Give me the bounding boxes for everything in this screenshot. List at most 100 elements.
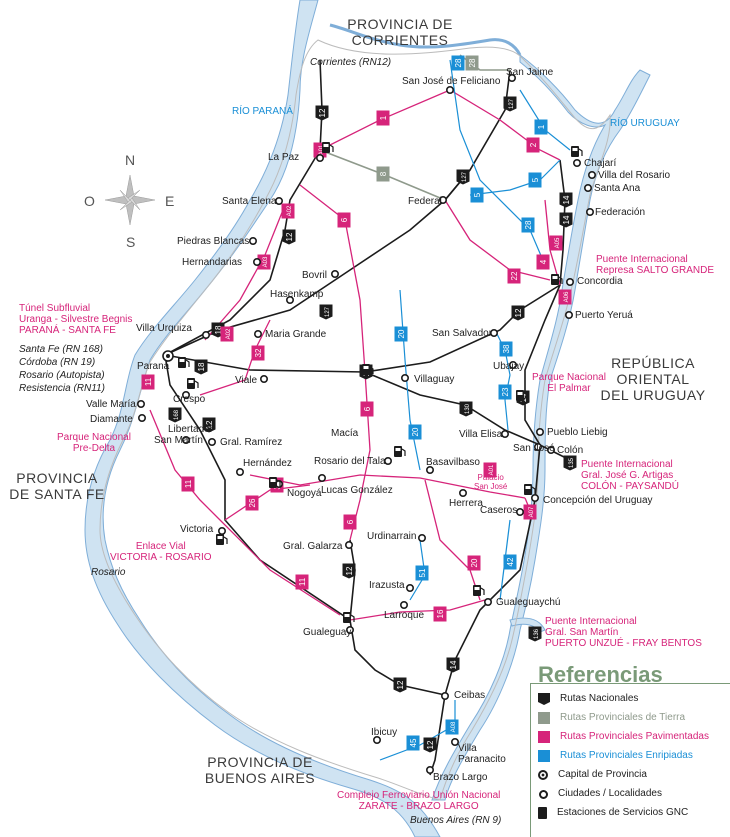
- city-la-paz: La Paz: [268, 152, 300, 163]
- dest-resistencia: Resistencia (RN11): [19, 383, 105, 394]
- route-shield-paved: A06: [558, 289, 572, 305]
- route-shield-paved: 2: [526, 137, 540, 153]
- rp11-paved: [149, 409, 341, 616]
- route-shield-national: 12: [393, 677, 407, 693]
- region-santa-fe: PROVINCIA DE SANTA FE: [2, 470, 112, 502]
- city-libertador-line1: Libertador: [168, 424, 214, 435]
- compass-e: E: [165, 193, 175, 209]
- legend-item-label: Rutas Provinciales Pavimentadas: [560, 731, 709, 742]
- route-swatch-icon: [538, 750, 550, 762]
- city-lucas-gonzalez: Lucas González: [321, 485, 393, 496]
- city-villa-paranacito-line1: Villa: [458, 743, 477, 754]
- landmark-tunel-line1: Túnel Subfluvial: [19, 303, 91, 314]
- route-shield-label: 11: [298, 577, 307, 586]
- city-villaguay: Villaguay: [414, 374, 455, 385]
- landmark-tunel: Túnel Subfluvial Uranga - Silvestre Begn…: [19, 303, 132, 336]
- capital-marker-dot: [166, 354, 170, 358]
- route-shield-paved: 1: [376, 110, 390, 126]
- route-shield-label: 5: [531, 177, 540, 182]
- route-shield-label: 8: [379, 171, 388, 176]
- city-valle-maria: Valle María: [86, 399, 136, 410]
- city-marker: [565, 277, 574, 286]
- landmark-enlace-line1: Enlace Vial: [135, 541, 186, 552]
- city-marker: [508, 360, 517, 369]
- route-shield-label: 168: [174, 409, 180, 420]
- route-shield-national: 12: [511, 305, 525, 321]
- route-shield-label: 12: [345, 566, 354, 575]
- rp1-paved: [319, 89, 561, 161]
- route-shield-gravel: 5: [528, 172, 542, 188]
- rp5-gravel: [469, 159, 561, 196]
- parana-channel: [329, 23, 522, 56]
- landmark-complejo-line2: ZARATE - BRAZO LARGO: [358, 801, 479, 812]
- dest-corrientes: Corrientes (RN12): [310, 57, 392, 68]
- route-shield-label: 26: [248, 498, 257, 507]
- route-shield-paved: A02: [220, 326, 234, 342]
- landmark-sanmartin-line2: Gral. San Martín: [545, 627, 619, 638]
- region-uruguay-line1: REPÚBLICA: [611, 355, 695, 371]
- route-shield-paved: 32: [251, 345, 265, 361]
- landmark-palmar-line1: Parque Nacional: [532, 372, 606, 383]
- region-uruguay: REPÚBLICA ORIENTAL DEL URUGUAY: [598, 355, 708, 403]
- route-shield-label: 4: [539, 259, 548, 264]
- city-marker: [507, 74, 516, 83]
- route-shield-paved: A01: [483, 462, 497, 478]
- route-shield-label: 14: [562, 215, 571, 224]
- route-shield-label: 6: [340, 217, 349, 222]
- route-shield-label: 23: [501, 387, 510, 396]
- rp26-paved: [224, 484, 311, 521]
- route-shield-gravel: 38: [499, 341, 513, 357]
- city-hernandarias: Hernandarias: [182, 257, 243, 268]
- legend-item-label: Estaciones de Servicios GNC: [557, 807, 689, 818]
- city-victoria: Victoria: [180, 524, 214, 535]
- dest-rosario-autopista: Rosario (Autopista): [19, 370, 105, 381]
- route-shield-label: 38: [502, 344, 511, 353]
- route-shield-label: 130: [465, 403, 471, 414]
- landmark-palacio-line2: San José: [474, 482, 508, 491]
- route-shield-label: 12: [426, 740, 435, 749]
- route-swatch-icon: [538, 693, 550, 705]
- province-outline: [99, 39, 611, 801]
- city-basavilbaso: Basavilbaso: [426, 457, 480, 468]
- route-shield-paved: 11: [141, 374, 155, 390]
- landmark-artigas-line1: Puente Internacional: [581, 459, 673, 470]
- landmark-artigas-line3: COLÓN - PAYSANDÚ: [581, 481, 679, 492]
- city-marker: [285, 295, 294, 304]
- route-shield-label: 28: [454, 58, 463, 67]
- region-corrientes-line1: PROVINCIA DE: [347, 16, 453, 32]
- landmark-puente-sanmartin: Puente Internacional Gral. San Martín PU…: [545, 616, 702, 649]
- city-marker: [585, 208, 594, 217]
- route-shield-label: 28: [468, 58, 477, 67]
- route-shield-label: 22: [510, 271, 519, 280]
- landmark-complejo-line1: Complejo Ferroviario Unión Nacional: [337, 790, 501, 801]
- city-irazusta: Irazusta: [369, 580, 405, 591]
- route-shield-label: 32: [254, 348, 263, 357]
- route-shield-label: A02: [226, 328, 232, 339]
- city-concepcion-del-uruguay: Concepción del Uruguay: [543, 495, 653, 506]
- landmark-salto-line2: Represa SALTO GRANDE: [596, 265, 715, 276]
- city-marker: [383, 456, 392, 465]
- landmark-predelta-line1: Parque Nacional: [57, 432, 131, 443]
- route-shield-label: 135: [569, 457, 575, 468]
- route-swatch-icon: [538, 731, 550, 743]
- route-shield-gravel: 28: [451, 55, 465, 71]
- landmark-palmar-line2: El Palmar: [547, 383, 591, 394]
- uruguay-river: [431, 53, 651, 801]
- dest-santa-fe: Santa Fe (RN 168): [19, 344, 103, 355]
- gnc-station-icon: [269, 477, 281, 488]
- route-shield-label: 14: [449, 660, 458, 669]
- route-shield-label: 20: [411, 427, 420, 436]
- route-shield-national: 14: [559, 192, 573, 208]
- route-shield-paved: 22: [507, 268, 521, 284]
- city-federacion: Federación: [595, 207, 646, 218]
- city-libertador-line2: San Martín: [154, 435, 203, 446]
- route-shield-paved: 16: [433, 606, 447, 622]
- gnc-station-icon: [524, 484, 536, 495]
- city-marker: [254, 329, 263, 338]
- city-villa-paranacito: Villa Paranacito: [458, 743, 506, 765]
- capital-icon: [538, 770, 548, 780]
- city-santa-ana: Santa Ana: [594, 183, 641, 194]
- gravel-routes: [379, 59, 571, 761]
- legend-item: Ciudades / Localidades: [538, 787, 662, 801]
- paved-routes: [149, 89, 561, 621]
